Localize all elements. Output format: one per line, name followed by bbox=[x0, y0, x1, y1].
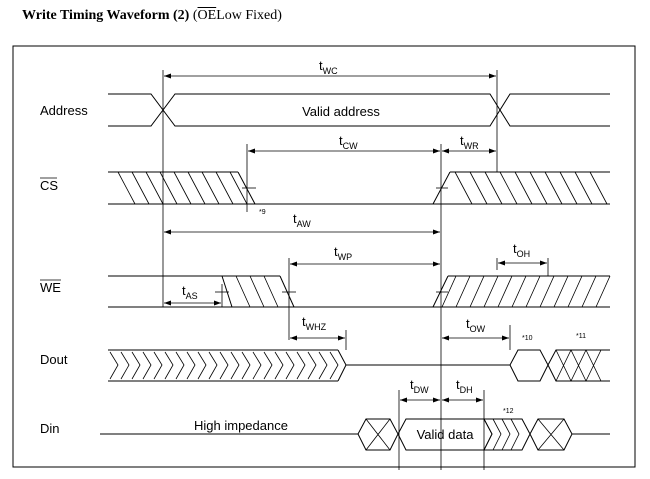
twp-label: tWP bbox=[334, 244, 352, 262]
we-waveform bbox=[108, 275, 611, 308]
dimension-arrows bbox=[164, 73, 547, 403]
toh-label: tOH bbox=[513, 241, 530, 259]
title-paren: ( bbox=[192, 8, 198, 23]
signal-address-label: Address bbox=[40, 103, 88, 118]
dout-waveform bbox=[108, 349, 610, 382]
cs-waveform bbox=[108, 171, 610, 205]
cs-hatch-right bbox=[454, 171, 608, 205]
twhz-label: tWHZ bbox=[302, 314, 327, 332]
tas-label: tAS bbox=[182, 283, 198, 301]
taw-label: tAW bbox=[293, 211, 311, 229]
high-impedance-label: High impedance bbox=[194, 418, 288, 433]
twr-label: tWR bbox=[460, 133, 479, 151]
tdw-label: tDW bbox=[410, 377, 429, 395]
title-oe-overline: OE bbox=[197, 8, 217, 23]
note-10: *10 bbox=[522, 335, 533, 342]
crossing-ticks bbox=[215, 187, 448, 293]
signal-cs-label: CS bbox=[40, 178, 58, 193]
diagram-frame bbox=[12, 45, 636, 468]
we-hatch-left bbox=[235, 275, 279, 308]
tow-label: tOW bbox=[466, 316, 486, 334]
page-title: Write Timing Waveform (2) (OELow Fixed) bbox=[22, 8, 282, 24]
reference-lines bbox=[162, 70, 549, 470]
title-text: Write Timing Waveform (2) bbox=[22, 8, 190, 23]
signal-din-label: Din bbox=[40, 421, 60, 436]
signal-we-label: WE bbox=[40, 280, 61, 295]
tcw-label: tCW bbox=[339, 133, 358, 151]
valid-address-label: Valid address bbox=[302, 104, 380, 119]
valid-data-label: Valid data bbox=[417, 427, 475, 442]
title-rest: Low Fixed) bbox=[216, 8, 282, 23]
note-12: *12 bbox=[503, 408, 514, 415]
signal-dout-label: Dout bbox=[40, 352, 68, 367]
din-waveform bbox=[100, 418, 610, 451]
we-hatch-right bbox=[441, 275, 611, 308]
address-waveform bbox=[108, 93, 610, 127]
twc-label: tWC bbox=[319, 58, 338, 76]
note-11: *11 bbox=[576, 333, 586, 340]
tdh-label: tDH bbox=[456, 377, 473, 395]
note-9: *9 bbox=[259, 209, 266, 216]
cs-hatch-left bbox=[117, 171, 248, 205]
